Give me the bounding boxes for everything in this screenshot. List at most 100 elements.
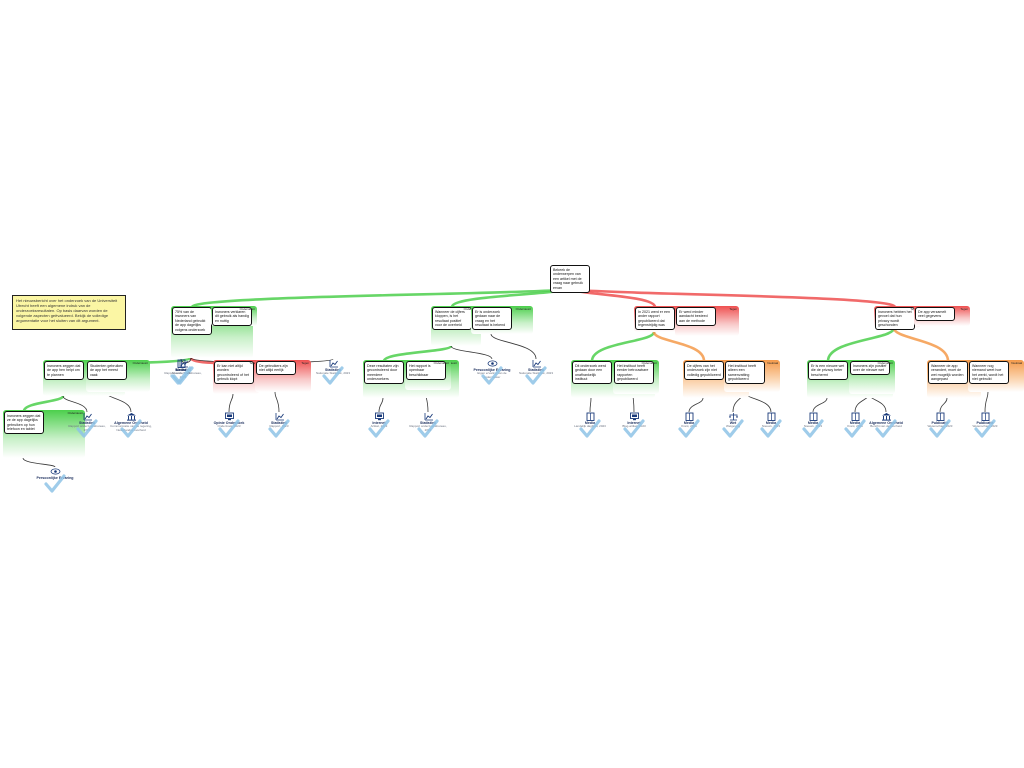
connector-n12-n16 (652, 331, 706, 362)
source-citation: Nieuws, 2023 (761, 424, 781, 428)
claim-text: Inwoners zijn positief over de nieuwe we… (850, 361, 890, 376)
monitor-icon (374, 412, 384, 421)
source-citation: Rapport onderzoeksbureau, 2023 (68, 424, 106, 432)
connector-n8-s11 (450, 345, 493, 360)
book-icon (809, 412, 817, 421)
reason-type-tag: Ondersteunt (641, 361, 657, 365)
claim-text: Het instituut heeft alleen een samenvatt… (725, 361, 765, 385)
book-icon (981, 412, 989, 421)
connector-n3-s3 (62, 395, 88, 413)
claim-text: Wanneer de cijfers kloppen, is het resul… (432, 307, 472, 331)
con-reason-node[interactable]: Er werd minder aandacht besteed aan de m… (675, 306, 739, 336)
pro-reason-node[interactable]: 75% van de inwoners van Nederland gebrui… (171, 306, 253, 358)
chart-icon (424, 413, 433, 421)
mixed-reason-node[interactable]: Wanneer nog niemand weet hoe het werkt, … (968, 360, 1024, 392)
connector-n18-n22 (892, 327, 950, 362)
mixed-reason-node[interactable]: Wanneer de app verandert, moet de wet mo… (927, 360, 981, 398)
con-reason-node[interactable]: In 2021 werd er een ander rapport gepubl… (634, 306, 682, 332)
claim-text: Er werd minder aandacht besteed aan de m… (676, 307, 716, 326)
pro-reason-node[interactable]: Inwoners verklaren dit gebruik als handi… (211, 306, 257, 326)
check-icon (120, 419, 142, 438)
source-citation: Eigen ervaring van de onderzoeker (477, 371, 507, 379)
claim-text: Wanneer de app verandert, moet de wet mo… (928, 361, 968, 385)
source-label: Persoonlijke Ervaring (36, 476, 74, 480)
con-reason-node[interactable]: Er kan niet altijd worden gecontroleerd … (213, 360, 259, 394)
main-claim-node[interactable]: Bekeek de onderwerpen van een artikel me… (549, 264, 590, 293)
pro-reason-node[interactable]: Inwoners zeggen dat ze de app dagelijks … (3, 410, 85, 458)
source-node[interactable]: Persoonlijke Ervaring (33, 467, 77, 480)
source-label: Media (175, 368, 187, 372)
source-label: Media (683, 421, 695, 425)
claim-text: 75% van de inwoners van Nederland gebrui… (172, 307, 212, 335)
building-icon (126, 413, 136, 421)
source-citation: Onderzoek, 2023 (217, 424, 241, 428)
con-reason-node[interactable]: Inwoners hebben het gevoel dat hun priva… (874, 306, 920, 331)
claim-text: Studenten gebruiken de app het meest vaa… (87, 361, 127, 380)
check-icon (579, 419, 601, 438)
source-citation: Blog-artikel, 2023 (622, 424, 646, 428)
source-citation: Wetenschap, 2023 (972, 424, 998, 428)
book-icon (685, 412, 693, 421)
source-label: Statistiek (79, 421, 95, 425)
pro-reason-node[interactable]: Studenten gebruiken de app het meest vaa… (86, 360, 150, 392)
pro-reason-node[interactable]: Inwoners zijn positief over de nieuwe we… (849, 360, 895, 394)
connector-n18-n20 (826, 327, 896, 362)
claim-text: In 2021 werd er een ander rapport gepubl… (635, 307, 675, 331)
source-label: Media (765, 421, 777, 425)
source-label: Opinie Onderzoek (213, 421, 245, 425)
check-icon (844, 419, 866, 438)
check-icon (44, 474, 66, 493)
source-label: Statistiek (420, 421, 436, 425)
claim-text: Inwoners verklaren dit gebruik als handi… (212, 307, 252, 326)
source-label: Publicatie (976, 421, 994, 425)
claim-text: Bekeek de onderwerpen van een artikel me… (550, 265, 590, 293)
source-label: Algemene Overheid (869, 421, 903, 425)
person-icon (50, 468, 60, 475)
reason-type-tag: Ondersteunt (877, 361, 893, 365)
claim-text: Inwoners hebben het gevoel dat hun priva… (875, 307, 915, 331)
source-label: Statistiek (175, 368, 191, 372)
claim-text: Er is onderzoek gedaan naar de vraag en … (472, 307, 512, 331)
sticky-note[interactable]: Het nieuwsbericht over het onderzoek van… (12, 295, 126, 330)
connector-n14-s13 (589, 397, 592, 413)
claim-text: Dit onderzoek werd gedaan door een onafh… (572, 361, 612, 385)
source-citation: Nationale Statistiek, 2023 (315, 371, 351, 375)
source-label: Internet (627, 421, 641, 425)
source-citation: Nationale Statistiek, 2023 (518, 371, 554, 375)
reason-type-tag: Ondersteunt (132, 361, 148, 365)
connector-n20-s18 (812, 397, 828, 413)
connector-n3-n5 (22, 394, 65, 412)
pro-reason-node[interactable]: Het instituut heeft eerder betrouwbare r… (613, 360, 659, 394)
chart-icon (275, 413, 284, 421)
pro-reason-node[interactable]: Er is onderzoek gedaan naar de vraag en … (471, 306, 533, 334)
mixed-reason-node[interactable]: Het instituut heeft alleen een samenvatt… (724, 360, 780, 392)
check-icon (76, 419, 98, 438)
source-label: Statistiek (271, 421, 287, 425)
book-icon (177, 359, 185, 368)
reason-type-tag: Tegen (960, 307, 968, 311)
